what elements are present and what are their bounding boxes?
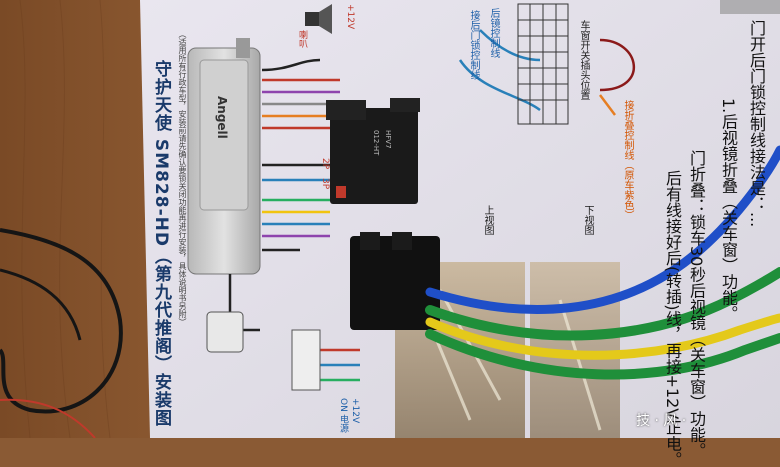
photo-scene <box>0 0 780 438</box>
right-text-4: 后有线接好后(转插)线，再接+12V正电。 <box>663 170 682 467</box>
label-door-lock-wire: 接后门锁控制线 <box>468 10 479 80</box>
label-down-view: 下视图 <box>582 205 593 235</box>
diagram-subtitle: （适用所有行政车型，安装前请先确认要锁关闭功能再进行安装，具体说明书另附） <box>178 30 187 326</box>
angell-module <box>187 38 261 275</box>
label-fold-wire: 接折叠控制线（原车紫色） <box>622 100 633 220</box>
label-on-ignition: ON 电源 <box>338 398 348 433</box>
label-speaker: 喇叭 <box>297 30 307 48</box>
speaker-icon <box>305 4 332 34</box>
label-pin-2p: 2P <box>320 158 330 170</box>
right-text-1: 门开后门锁控制线接法是：... <box>747 20 766 228</box>
label-12v-bottom: +12V <box>350 398 360 424</box>
watermark: 技 · 风 · <box>636 413 687 429</box>
module-brand: Angell <box>215 96 229 139</box>
label-12v-top: +12V <box>345 4 355 30</box>
relay-model: 012-HT <box>372 130 380 156</box>
label-up-view: 上视图 <box>482 205 493 235</box>
relay-socket <box>350 232 440 330</box>
relay-brand: HFV7 <box>384 130 392 149</box>
right-text-3: 门折叠：锁车30秒后视镜（关车窗）功能。 <box>687 150 706 459</box>
label-rear-mirror-wire: 后镜控制线 <box>488 8 499 58</box>
right-text-2: 1.后视镜折叠（关车窗）功能。 <box>719 98 738 322</box>
black-cable <box>0 228 123 414</box>
diagram-title: 守护天使 SM828-HD（第九代推阁）安装图 <box>151 60 171 427</box>
label-window-switch: 车窗开关插头位置 <box>578 20 589 100</box>
pin-connector-grid <box>517 3 569 125</box>
relay-icon <box>291 329 321 391</box>
socket-wires <box>425 145 780 380</box>
label-pin-3p: 3P <box>320 178 330 190</box>
black-relay <box>326 98 420 204</box>
